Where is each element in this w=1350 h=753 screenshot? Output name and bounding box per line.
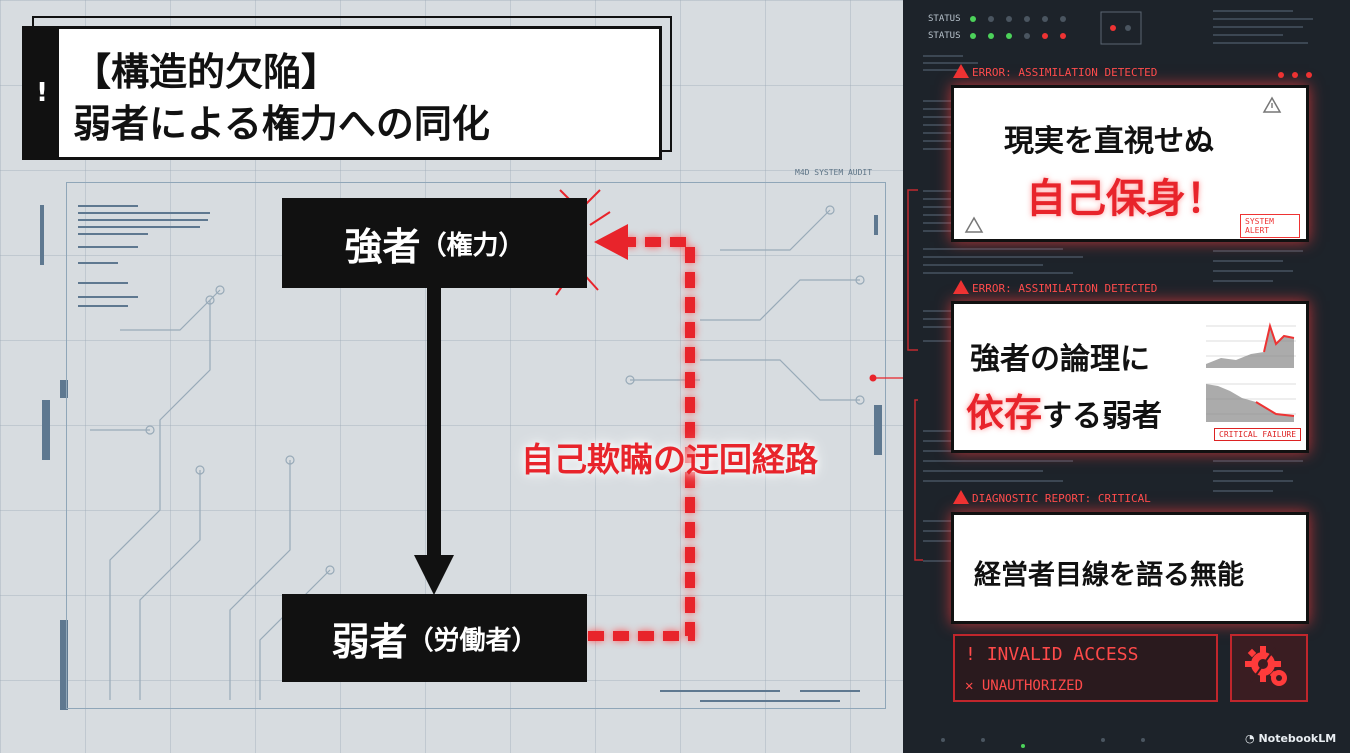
status-label-1: STATUS (928, 14, 961, 24)
brand-label: ◔ NotebookLM (1245, 732, 1336, 745)
title-box: ! 【構造的欠陥】 弱者による権力への同化 (22, 26, 662, 160)
diagnostic-label: DIAGNOSTIC REPORT: CRITICAL (972, 492, 1151, 505)
strong-node-main: 強者 (344, 224, 421, 269)
card2-line1: 強者の論理に (970, 342, 1150, 377)
weak-node: 弱者 （労働者） (282, 594, 587, 682)
broken-gear-icon (1245, 646, 1287, 686)
mini-charts (1206, 322, 1296, 422)
diagram-frame (66, 182, 886, 709)
card2-highlight: 依存 (966, 391, 1043, 435)
warning-triangle-icon (1262, 96, 1282, 113)
error-gear-button[interactable] (1230, 634, 1308, 702)
critical-failure-badge: CRITICAL FAILURE (1214, 428, 1302, 441)
error-triangle-icon (953, 490, 969, 504)
invalid-access-label: INVALID ACCESS (986, 644, 1139, 665)
weak-node-paren: （労働者） (407, 625, 538, 656)
notebooklm-logo-icon: ◔ (1245, 732, 1259, 745)
card3-text: 経営者目線を語る無能 (974, 560, 1244, 591)
detour-path-label: 自己欺瞞の迂回経路 (521, 440, 818, 479)
frame-label: M4D SYSTEM AUDIT (795, 168, 873, 177)
cross-icon: ✕ (965, 678, 982, 694)
page-title-line1: 【構造的欠陥】 (73, 50, 340, 94)
strong-node-paren: （権力） (420, 230, 525, 261)
card1-line2: 自己保身！ (1026, 176, 1226, 222)
alert-card-dependence: 強者の論理に 依存する弱者 CRITICAL FAILURE (951, 301, 1309, 453)
status-label-2: STATUS (928, 31, 961, 41)
alert-bang-icon: ! (965, 644, 987, 665)
unauthorized-label: UNAUTHORIZED (981, 678, 1084, 694)
down-arrow-shaft (427, 285, 441, 560)
weak-node-main: 弱者 (331, 619, 408, 664)
error-triangle-icon (953, 64, 969, 78)
error-triangle-icon (953, 280, 969, 294)
strong-node: 強者 （権力） (282, 198, 587, 288)
detour-arrow-head (594, 224, 628, 260)
detour-path (588, 237, 695, 641)
card2-line2: 依存する弱者 (966, 382, 1162, 437)
invalid-access-box: ! INVALID ACCESS ✕ UNAUTHORIZED (953, 634, 1218, 702)
error-label-2: ERROR: ASSIMILATION DETECTED (972, 282, 1158, 295)
warning-triangle-icon (964, 216, 984, 233)
down-arrow-head (414, 555, 454, 595)
impact-burst-icon (539, 189, 611, 296)
title-block: ! 【構造的欠陥】 弱者による権力への同化 (22, 16, 672, 162)
alert-card-incompetence: 経営者目線を語る無能 (951, 512, 1309, 624)
alert-card-self-preservation: 現実を直視せぬ 自己保身！ SYSTEM ALERT (951, 85, 1309, 242)
error-label-1: ERROR: ASSIMILATION DETECTED (972, 66, 1158, 79)
diagram-arrows (414, 189, 903, 641)
page-title-line2: 弱者による権力への同化 (73, 102, 490, 146)
card2-line2-rest: する弱者 (1042, 399, 1163, 434)
brand-text: NotebookLM (1258, 732, 1337, 745)
system-alert-badge: SYSTEM ALERT (1240, 214, 1300, 238)
card1-line1: 現実を直視せぬ (1004, 124, 1214, 159)
warning-mark-icon: ! (25, 29, 59, 157)
